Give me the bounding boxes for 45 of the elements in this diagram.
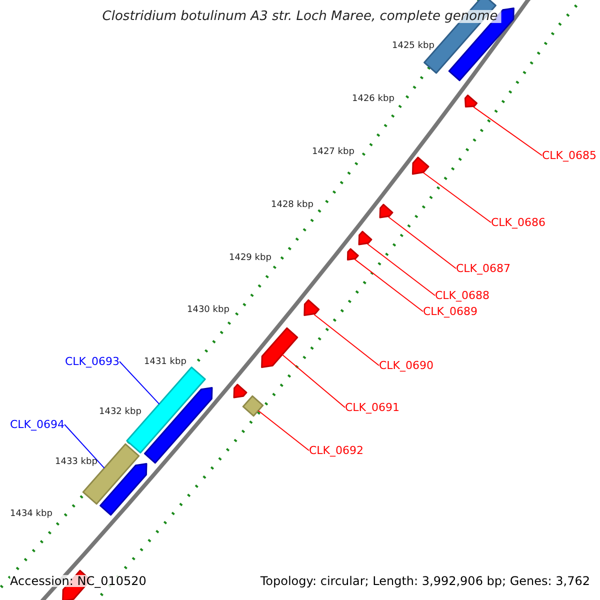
gene-feature	[412, 156, 430, 175]
gene-label: CLK_0692	[309, 445, 364, 456]
gene-label: CLK_0693	[65, 356, 120, 367]
tick-label: 1426 kbp	[352, 95, 394, 104]
tick-label: 1430 kbp	[187, 306, 230, 315]
accession-text: Accession: NC_010520	[10, 575, 146, 587]
tick-label: 1431 kbp	[144, 358, 186, 367]
leader-line	[367, 243, 436, 296]
leader-line	[258, 410, 310, 451]
gene-feature	[82, 443, 140, 505]
gene-label: CLK_0691	[345, 402, 400, 413]
leader-line	[119, 361, 160, 405]
leader-line	[473, 106, 542, 156]
tick-label: 1429 kbp	[229, 254, 272, 263]
tick-label: 1432 kbp	[99, 408, 142, 417]
gene-feature	[100, 463, 148, 516]
gene-label: CLK_0687	[456, 263, 511, 274]
gene-feature	[304, 299, 320, 316]
leader-line	[282, 354, 346, 408]
tick-label: 1433 kbp	[55, 458, 98, 467]
leader-line	[422, 172, 492, 223]
gene-feature	[242, 395, 264, 417]
gene-feature	[379, 204, 394, 218]
gene-feature	[233, 384, 248, 398]
gene-label: CLK_0689	[423, 306, 478, 317]
leader-line	[64, 424, 105, 469]
gene-label: CLK_0685	[542, 150, 597, 161]
gene-feature	[144, 387, 213, 464]
tick-label: 1428 kbp	[271, 201, 314, 210]
gene-label: CLK_0690	[379, 360, 434, 371]
leader-line	[314, 314, 380, 366]
gene-feature	[346, 248, 359, 261]
gene-feature	[261, 327, 298, 368]
gene-label: CLK_0686	[491, 217, 546, 228]
tick-label: 1434 kbp	[10, 510, 52, 519]
gene-label: CLK_0694	[10, 419, 65, 430]
leader-line	[354, 258, 424, 312]
gene-label: CLK_0688	[435, 290, 490, 301]
tick-label: 1427 kbp	[312, 148, 354, 157]
leader-line	[388, 216, 456, 269]
tick-label: 1425 kbp	[392, 42, 434, 51]
gene-feature	[464, 94, 478, 108]
topology-text: Topology: circular; Length: 3,992,906 bp; Genes: 3,762	[260, 575, 590, 587]
gene-feature	[358, 230, 372, 246]
gene-feature	[126, 366, 206, 454]
